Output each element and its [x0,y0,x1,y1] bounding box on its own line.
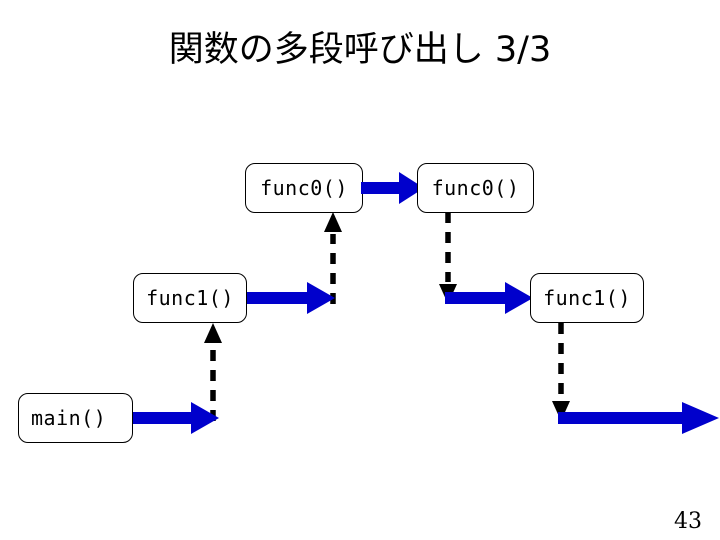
frame-label-func0-right: func0() [431,176,520,200]
return-connector-main-up [203,323,223,421]
call-arrow-func1-left-to-stack [247,281,336,315]
call-arrow-func0-left-to-func0-right [361,171,425,205]
frame-box-main[interactable]: main() [18,393,133,443]
page-title: 関数の多段呼び出し 3/3 [168,30,552,70]
frame-box-func0-left[interactable]: func0() [245,163,363,213]
frame-box-func1-left[interactable]: func1() [133,273,247,323]
frame-label-func1-right: func1() [543,286,631,310]
call-arrow-func1-right-to-offscreen [558,401,720,435]
return-connector-func1-right-down [551,323,571,421]
frame-label-func0-left: func0() [260,176,348,200]
frame-box-func1-right[interactable]: func1() [530,273,644,323]
page-number: 43 [674,509,702,534]
frame-box-func0-right[interactable]: func0() [417,163,534,213]
call-arrow-main-to-stack [133,401,220,435]
frame-label-func1-left: func1() [146,286,234,310]
return-connector-func1-left-up [323,212,343,304]
frame-label-main: main() [31,406,107,430]
call-arrow-stack-to-func1-right [445,281,534,315]
